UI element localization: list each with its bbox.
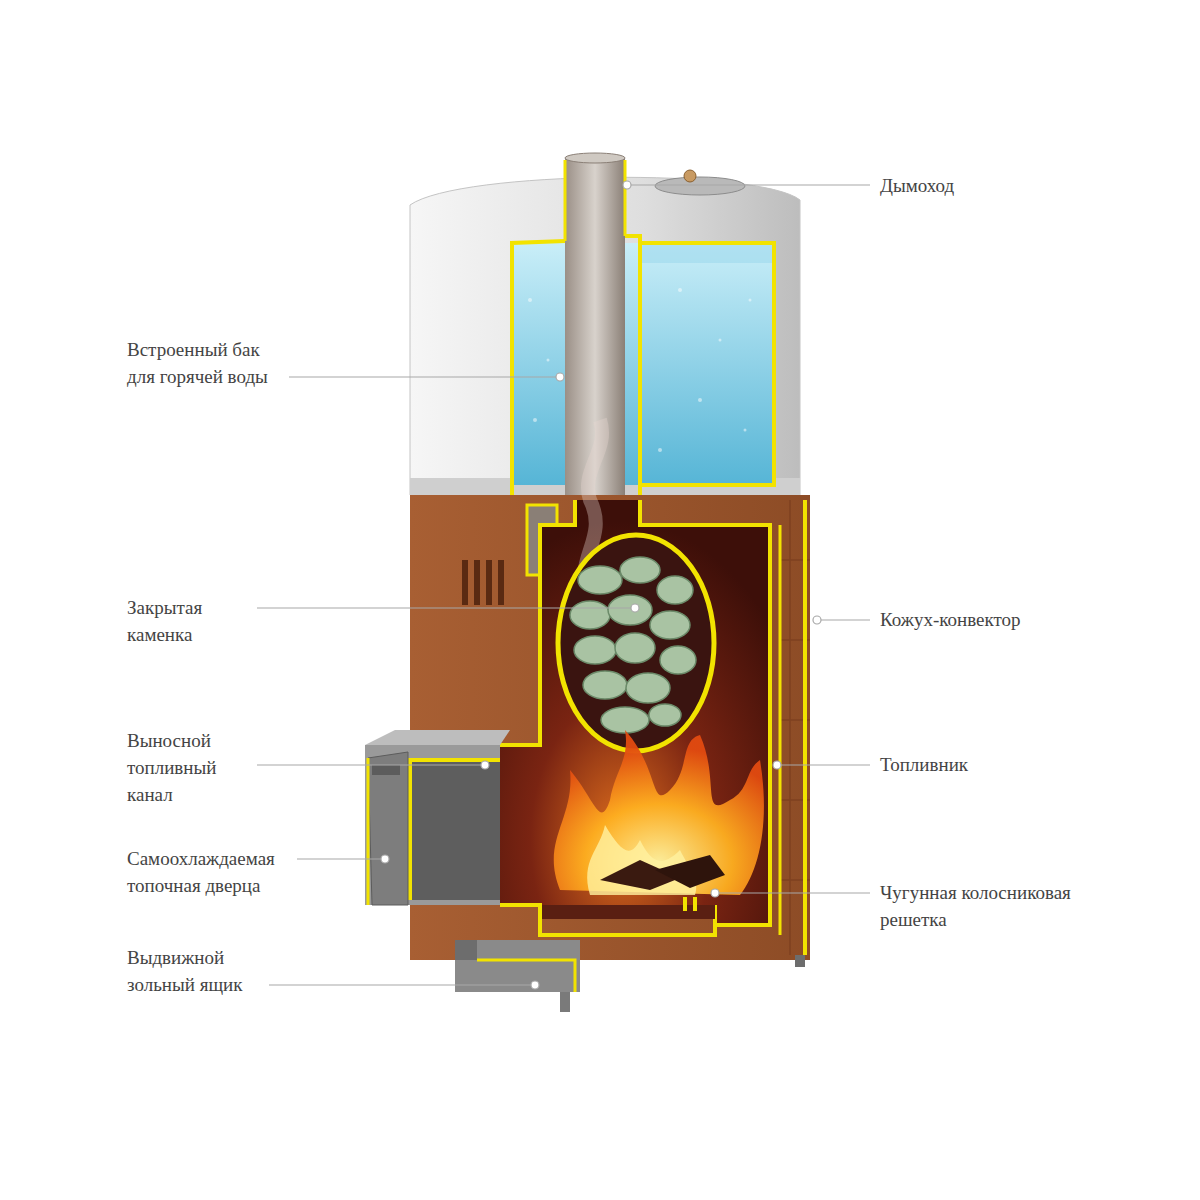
leader-line xyxy=(289,376,560,377)
part-label: Самоохлаждаемая топочная дверца xyxy=(127,845,287,899)
leader-dot xyxy=(556,373,564,381)
leader-dot xyxy=(531,981,539,989)
leader-dot xyxy=(773,761,781,769)
part-label: Дымоход xyxy=(880,172,954,199)
leader-line xyxy=(297,858,385,859)
leader-dot xyxy=(711,889,719,897)
leader-line xyxy=(627,184,870,185)
leader-line xyxy=(817,619,870,620)
leader-line xyxy=(269,984,535,985)
leader-dot xyxy=(631,604,639,612)
leader-line xyxy=(257,607,635,608)
part-label: Встроенный бак для горячей воды xyxy=(127,336,279,390)
leader-dot xyxy=(623,181,631,189)
leader-line xyxy=(257,764,485,765)
part-label: Выдвижной зольный ящик xyxy=(127,944,259,998)
leader-dot xyxy=(381,855,389,863)
part-label: Топливник xyxy=(880,751,968,778)
part-label: Закрытая каменка xyxy=(127,594,247,648)
leader-line xyxy=(715,892,870,893)
leader-dot xyxy=(813,616,821,624)
leader-line xyxy=(777,764,870,765)
part-label: Чугунная колосниковая решетка xyxy=(880,879,1115,933)
leader-dot xyxy=(481,761,489,769)
part-label: Выносной топливный канал xyxy=(127,727,247,808)
part-label: Кожух-конвектор xyxy=(880,606,1020,633)
